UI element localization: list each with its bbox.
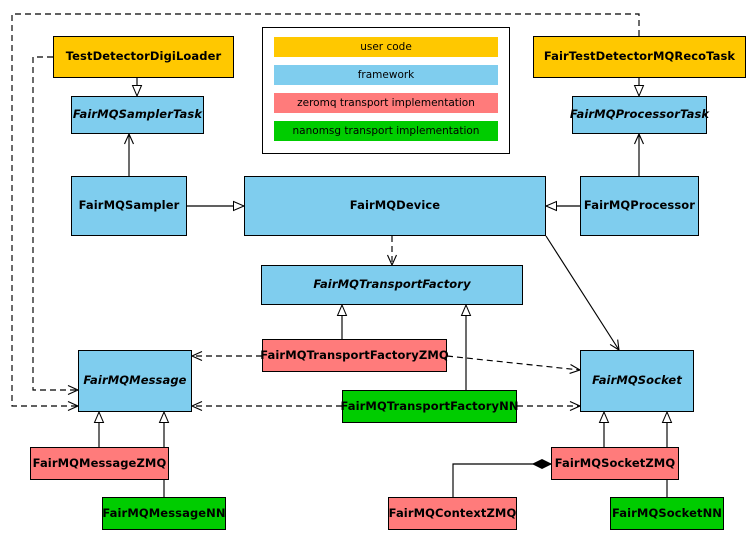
class-node-fairmqtransportfactory[interactable]: FairMQTransportFactory (261, 265, 523, 305)
edge-contextzmq-socketzmq (452, 458, 553, 497)
class-node-fairmqsampler[interactable]: FairMQSampler (71, 176, 187, 236)
class-node-fairmqdevice[interactable]: FairMQDevice (244, 176, 546, 236)
class-node-fairmqtransportfactorynn[interactable]: FairMQTransportFactoryNN (340, 390, 518, 423)
legend-label-zeromq: zeromq transport implementation (297, 97, 475, 109)
legend-item-framework: framework (274, 65, 498, 85)
legend-item-user-code: user code (274, 37, 498, 57)
class-node-fairmqmessagenn[interactable]: FairMQMessageNN (102, 497, 226, 530)
legend-item-nanomsg: nanomsg transport implementation (274, 121, 498, 141)
class-node-fairmqmessage[interactable]: FairMQMessage (78, 350, 192, 412)
class-node-fairtestdetectormqrecotask[interactable]: FairTestDetectorMQRecoTask (533, 36, 746, 78)
class-node-fairmqprocessor[interactable]: FairMQProcessor (580, 176, 699, 236)
legend-label-user-code: user code (360, 41, 412, 53)
class-node-fairmqcontextzmq[interactable]: FairMQContextZMQ (388, 497, 517, 530)
legend-label-framework: framework (357, 69, 415, 81)
class-node-testdetectordigiloader[interactable]: TestDetectorDigiLoader (53, 36, 234, 78)
class-node-fairmqsocketnn[interactable]: FairMQSocketNN (610, 497, 724, 530)
class-node-fairmqtransportfactoryzmq[interactable]: FairMQTransportFactoryZMQ (260, 339, 449, 372)
class-node-fairmqsocket[interactable]: FairMQSocket (580, 350, 694, 412)
legend-label-nanomsg: nanomsg transport implementation (292, 125, 480, 137)
legend-item-zeromq: zeromq transport implementation (274, 93, 498, 113)
class-node-fairmqmessagezmq[interactable]: FairMQMessageZMQ (30, 447, 169, 480)
class-node-fairmqprocessortask[interactable]: FairMQProcessorTask (570, 96, 709, 134)
edge-device-socket (545, 235, 620, 352)
class-node-fairmqsocketzmq[interactable]: FairMQSocketZMQ (551, 447, 679, 480)
edge-tfzmq-socket (446, 355, 582, 374)
class-node-fairmqsamplertask[interactable]: FairMQSamplerTask (71, 96, 204, 134)
legend: user code framework zeromq transport imp… (262, 27, 510, 154)
